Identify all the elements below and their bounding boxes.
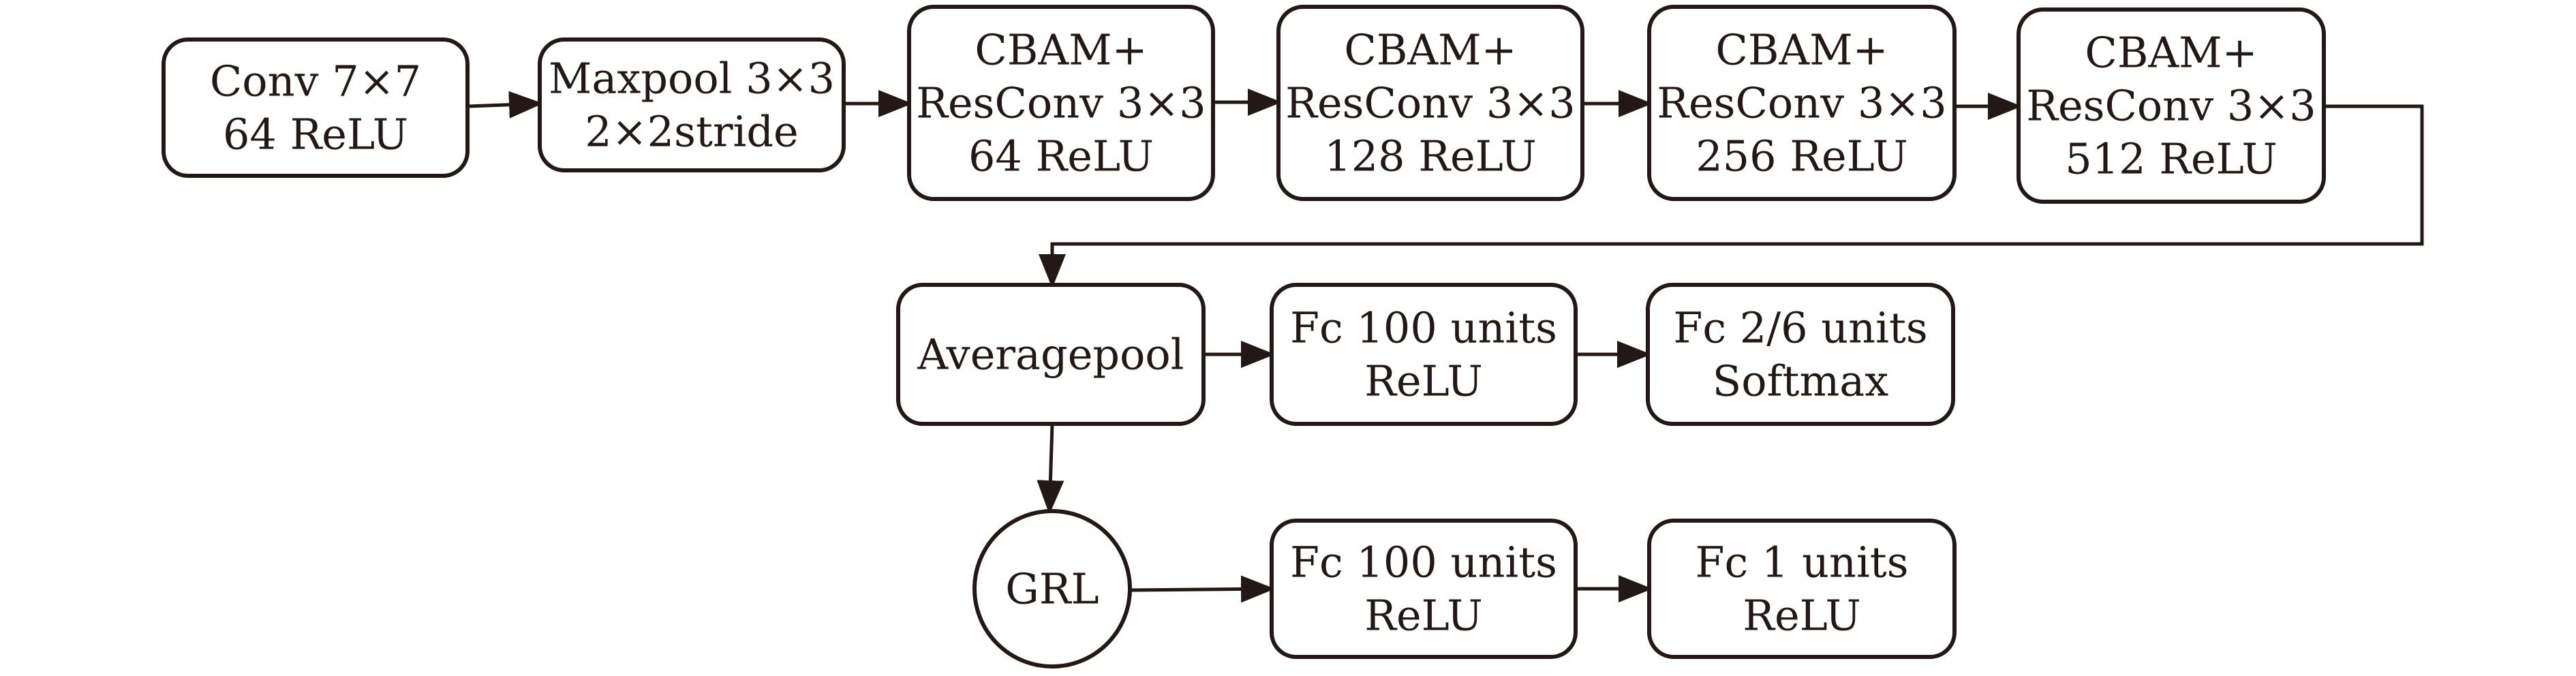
node-box <box>162 37 470 178</box>
node-label: ResConv 3×3 <box>1657 78 1946 128</box>
node-label: Fc 1 units <box>1695 538 1908 587</box>
node-box <box>1647 519 1957 659</box>
node-label: ResConv 3×3 <box>1285 78 1575 128</box>
node-circle <box>972 509 1132 669</box>
node-label: Averagepool <box>917 330 1184 380</box>
node-label: 512 ReLU <box>2065 134 2277 184</box>
node-label: CBAM+ <box>1344 25 1516 75</box>
node-label: 128 ReLU <box>1324 132 1536 181</box>
node-label: GRL <box>1005 564 1099 614</box>
node-box <box>1276 5 1584 201</box>
node-label: 64 ReLU <box>968 132 1154 181</box>
node-label: 2×2stride <box>585 107 798 157</box>
node-label: CBAM+ <box>2085 28 2257 78</box>
node-box <box>907 5 1215 201</box>
node-grl: GRL <box>972 509 1132 669</box>
node-box <box>538 37 846 172</box>
node-label: Softmax <box>1713 356 1888 406</box>
edge-arrow <box>1129 575 1275 603</box>
node-conv7x7: Conv 7×764 ReLU <box>162 37 470 178</box>
node-label: ReLU <box>1364 591 1482 641</box>
node-label: Fc 100 units <box>1290 303 1557 353</box>
node-box <box>1270 283 1578 426</box>
node-label: CBAM+ <box>1715 25 1888 75</box>
node-label: Fc 100 units <box>1290 538 1557 587</box>
node-box <box>1647 5 1957 201</box>
edges-layer <box>467 89 2424 603</box>
node-box <box>1646 283 1955 426</box>
edge-arrow <box>467 91 543 119</box>
node-label: Fc 2/6 units <box>1673 303 1927 353</box>
node-label: ResConv 3×3 <box>916 78 1206 128</box>
node-label: ReLU <box>1364 356 1482 406</box>
edge-arrow <box>1039 104 2424 288</box>
node-box <box>1270 519 1578 659</box>
node-label: ReLU <box>1743 591 1860 641</box>
node-box <box>896 283 1206 426</box>
node-label: Conv 7×7 <box>210 57 421 106</box>
node-cbam-64: CBAM+ResConv 3×364 ReLU <box>907 5 1215 201</box>
edge-arrow <box>1037 423 1064 514</box>
node-label: 64 ReLU <box>223 110 408 159</box>
node-maxpool: Maxpool 3×32×2stride <box>538 37 846 172</box>
node-label: ResConv 3×3 <box>2026 81 2316 131</box>
node-label: CBAM+ <box>975 25 1147 75</box>
node-averagepool: Averagepool <box>896 283 1206 426</box>
node-label: 256 ReLU <box>1696 132 1907 181</box>
node-label: Maxpool 3×3 <box>549 54 835 104</box>
node-box <box>2017 7 2326 204</box>
